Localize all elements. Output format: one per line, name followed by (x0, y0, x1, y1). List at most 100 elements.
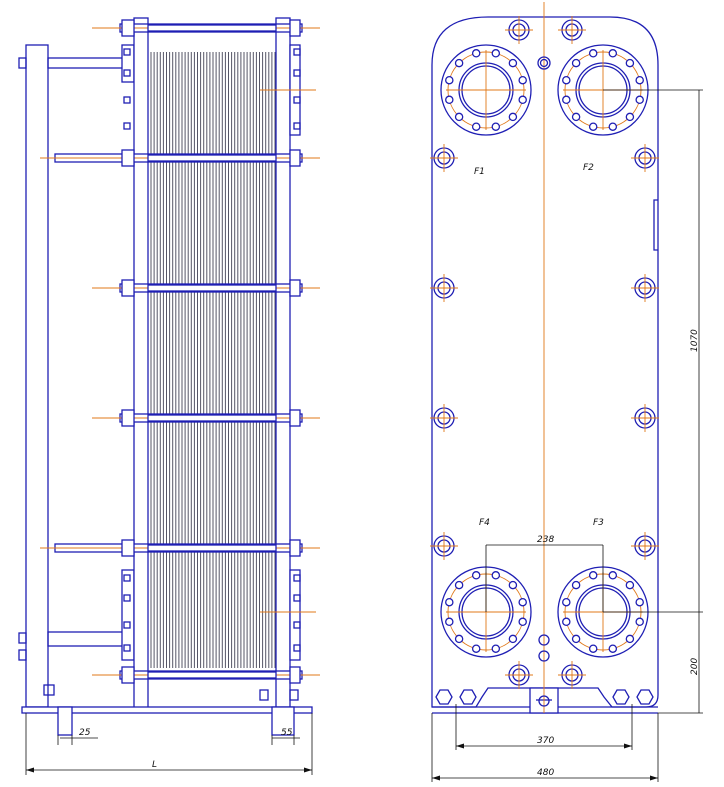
lower-guide-bar (47, 631, 129, 647)
flange-bolt-hole (471, 122, 481, 131)
flange-bolt-hole (491, 644, 501, 653)
flange-bolt-hole (562, 95, 571, 105)
flange-bolt-hole (508, 580, 518, 590)
foot-bolt (289, 689, 299, 701)
plate-guide (147, 24, 277, 32)
flange-bolt-hole (508, 58, 518, 68)
bolt-square (293, 621, 301, 629)
tie-rod-nut (121, 539, 135, 557)
arrow-head (650, 775, 658, 781)
frame-notch (653, 199, 658, 251)
flange-bolt-hole (454, 634, 464, 644)
side-view: 25 55 L (18, 17, 320, 775)
flange-bolt-hole (635, 75, 644, 85)
plate-pack (148, 50, 276, 670)
flange-bolt-hole (445, 617, 454, 627)
flange-bolt-hole (635, 597, 644, 607)
bolt-square (293, 594, 301, 602)
flange-bolt-hole (588, 571, 598, 580)
flange-bolt-hole (491, 49, 501, 58)
flange-bolt-hole (608, 571, 618, 580)
bolt-square (293, 644, 301, 652)
port-label-f3: F3 (593, 518, 604, 528)
flange-bolt-hole (454, 58, 464, 68)
flange-bolt-hole (518, 75, 527, 85)
pressure-plate-segment (289, 569, 301, 661)
frame-bolt (18, 632, 27, 644)
tie-rod-nut (289, 409, 301, 427)
arrow-head (26, 767, 34, 773)
arrow-head (432, 775, 440, 781)
plate-guide (147, 671, 277, 679)
flange-bolt-hole (588, 49, 598, 58)
center-hole (538, 634, 550, 646)
flange-bolt-hole (562, 617, 571, 627)
dim-label-55: 55 (281, 728, 293, 738)
flange-bolt-hole (454, 580, 464, 590)
bolt-square (293, 69, 301, 77)
flange-bolt-hole (588, 122, 598, 131)
plate-guide (147, 544, 277, 552)
flange-bolt-hole (454, 112, 464, 122)
arrow-head (304, 767, 312, 773)
bolt-square (123, 621, 131, 629)
center-hole (538, 695, 550, 707)
tie-rod-nut (289, 149, 301, 167)
flange-bolt-hole (491, 571, 501, 580)
bolt-square (293, 48, 301, 56)
center-hole-inner (539, 58, 549, 68)
flange-bolt-hole (518, 617, 527, 627)
flange-bolt-hole (625, 58, 635, 68)
bolt-square (293, 122, 301, 130)
center-hole (537, 56, 551, 70)
fixed-plate (133, 17, 149, 709)
fixed-frame-column (25, 44, 49, 708)
dim-label-25: 25 (79, 728, 91, 738)
foot-nut-icon (636, 689, 654, 705)
tie-rod-nut (289, 279, 301, 297)
dim-label-200: 200 (690, 658, 700, 675)
bolt-square (123, 48, 131, 56)
port-label-f4: F4 (479, 518, 490, 528)
port-label-f2: F2 (583, 163, 594, 173)
flange-bolt-hole (608, 122, 618, 131)
dim-label-1070: 1070 (690, 329, 700, 352)
frame-bolt (18, 57, 27, 69)
port-flange (440, 44, 532, 136)
dim-label-370: 370 (537, 736, 554, 746)
tie-rod-nut (121, 279, 135, 297)
dim-label-238: 238 (537, 535, 554, 545)
bolt-square (123, 69, 131, 77)
tie-rod-nut (289, 666, 301, 684)
base-foot-line (21, 706, 313, 714)
movable-plate (275, 17, 291, 709)
frame-bolt (18, 649, 27, 661)
flange-bolt-hole (445, 597, 454, 607)
flange-bolt-hole (562, 75, 571, 85)
tie-rods (40, 19, 320, 684)
tie-rod-nut (289, 539, 301, 557)
frame-outline (431, 16, 659, 708)
port-label-f1: F1 (474, 167, 485, 177)
tie-rod-nut (121, 19, 135, 37)
foot-bolt (259, 689, 269, 701)
flange-bolt-hole (471, 49, 481, 58)
flange-bolt-hole (625, 112, 635, 122)
flange-bolt-hole (508, 112, 518, 122)
flange-bolt-hole (508, 634, 518, 644)
bolt-square (293, 574, 301, 582)
frame-bolt (43, 684, 55, 696)
ports (440, 44, 649, 658)
flange-bolt-hole (571, 580, 581, 590)
bolt-square (123, 96, 131, 104)
flange-bolt-hole (445, 95, 454, 105)
foot-nut-icon (612, 689, 630, 705)
flange-bolt-hole (625, 634, 635, 644)
plate-guide (147, 284, 277, 292)
arrow-head (456, 743, 464, 749)
arrow-head (624, 743, 632, 749)
flange-bolt-hole (471, 644, 481, 653)
flange-bolt-hole (471, 571, 481, 580)
flange-bolt-hole (491, 122, 501, 131)
